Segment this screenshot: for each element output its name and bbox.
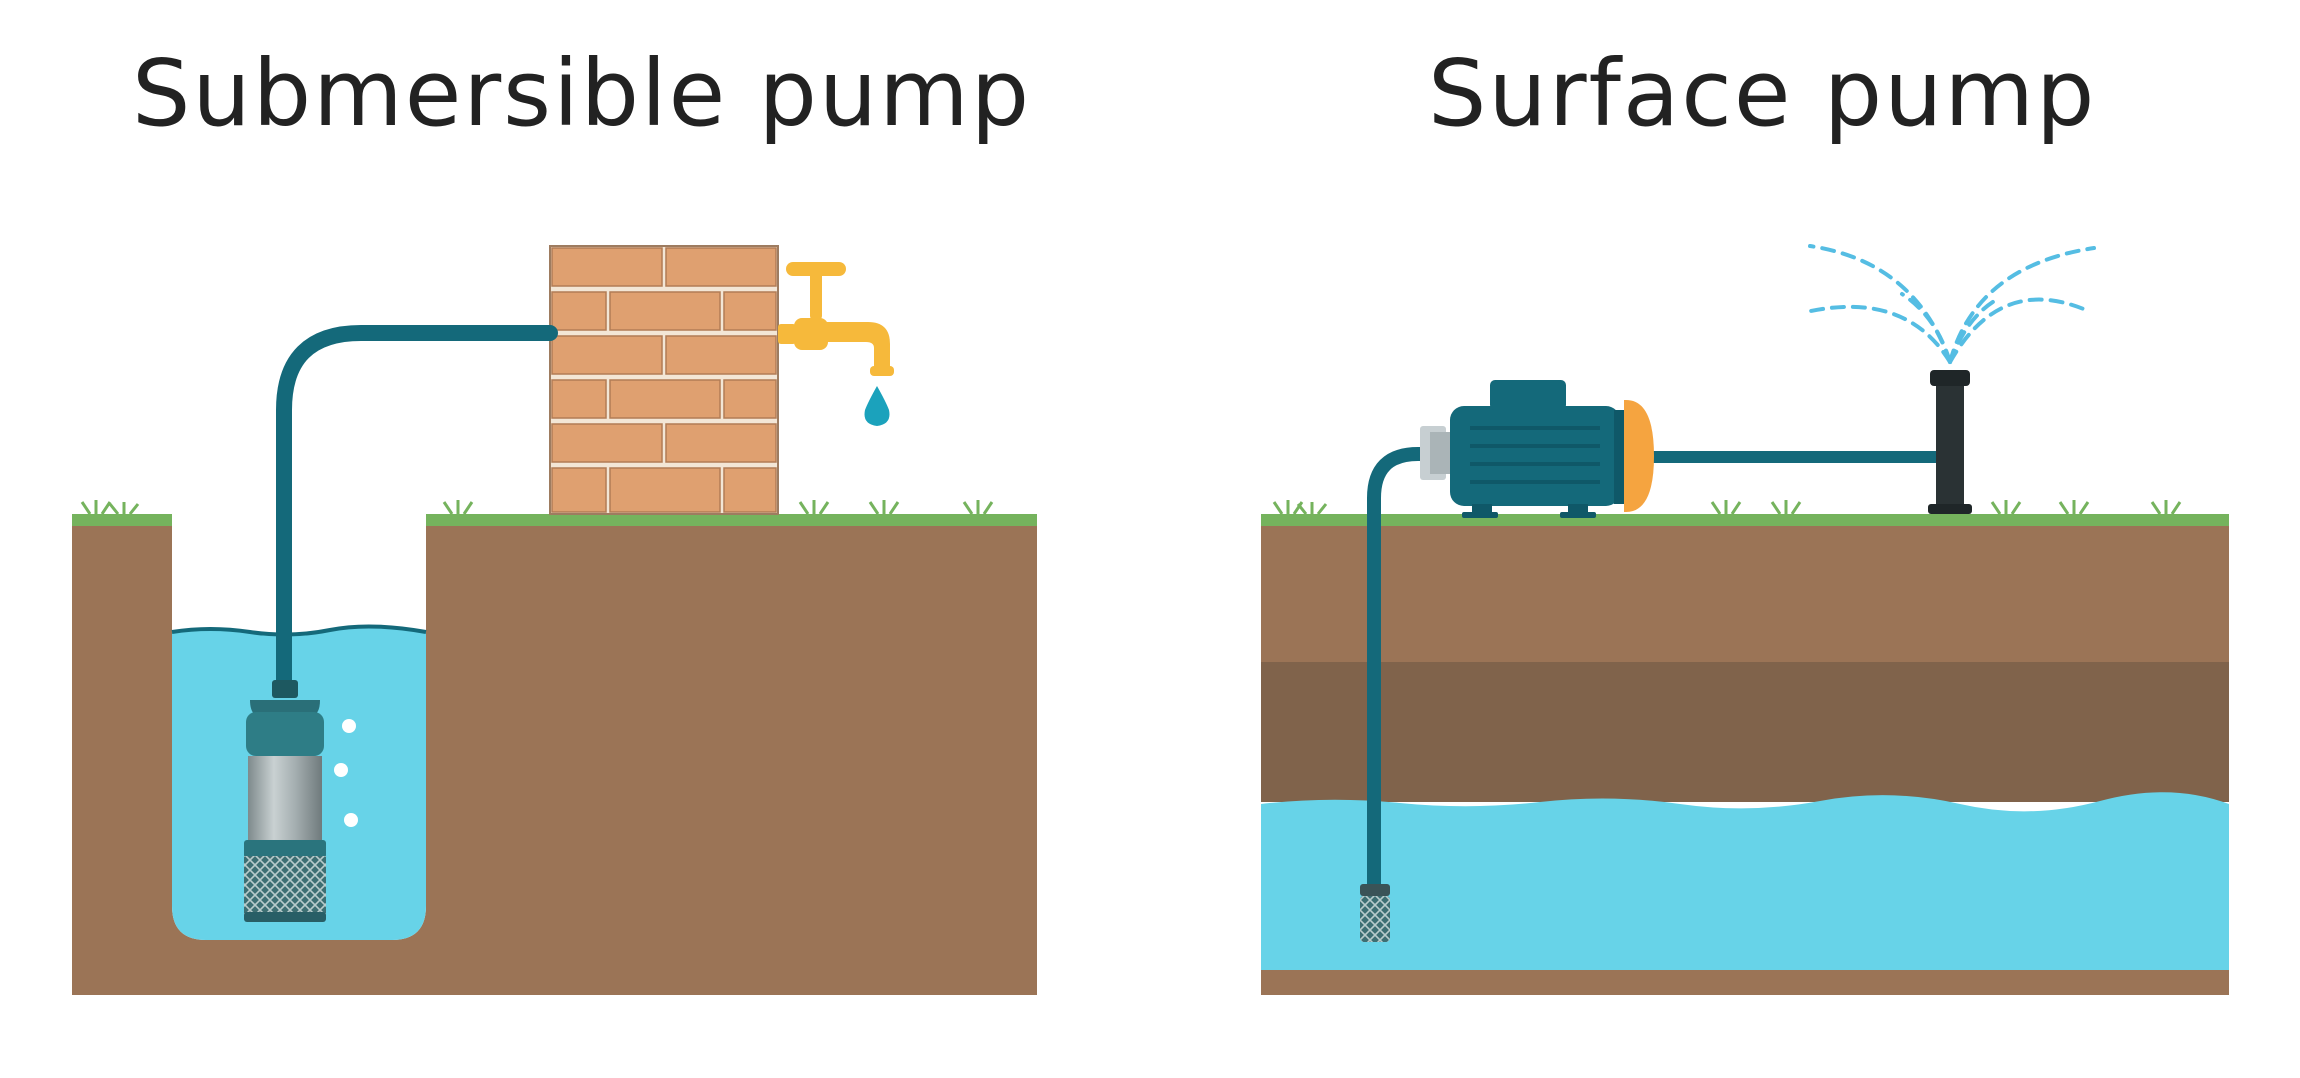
foot-valve-strainer-icon [1360,884,1390,942]
submersible-discharge-pipe [276,325,558,696]
sprinkler-icon [1928,370,1972,514]
surface-pump-icon [1420,380,1654,518]
right-topsoil [1261,524,2229,664]
right-bottom-soil [1261,970,2229,995]
left-soil [72,524,1037,995]
water-drop-icon [864,386,890,426]
delivery-pipe [1650,451,1940,463]
aquifer-water [1261,792,2229,970]
faucet-icon [778,262,894,376]
left-grass-strip-1 [72,514,172,526]
right-subsoil [1261,662,2229,802]
suction-pipe [1367,447,1435,891]
brick-wall-icon [549,245,779,515]
water-spray [1804,244,2096,364]
submersible-panel [72,245,1037,995]
air-bubbles [334,719,358,827]
surface-pump-title: Surface pump [1428,40,2097,147]
left-grass-tufts [80,500,994,515]
submersible-pump-title: Submersible pump [132,40,1032,147]
right-grass-tufts [1272,500,2182,515]
well-water-surface [171,624,427,637]
submersible-pump-icon [244,680,326,922]
surface-panel [1261,244,2229,995]
left-grass-strip-2 [426,514,1037,526]
right-grass-strip [1261,514,2229,526]
